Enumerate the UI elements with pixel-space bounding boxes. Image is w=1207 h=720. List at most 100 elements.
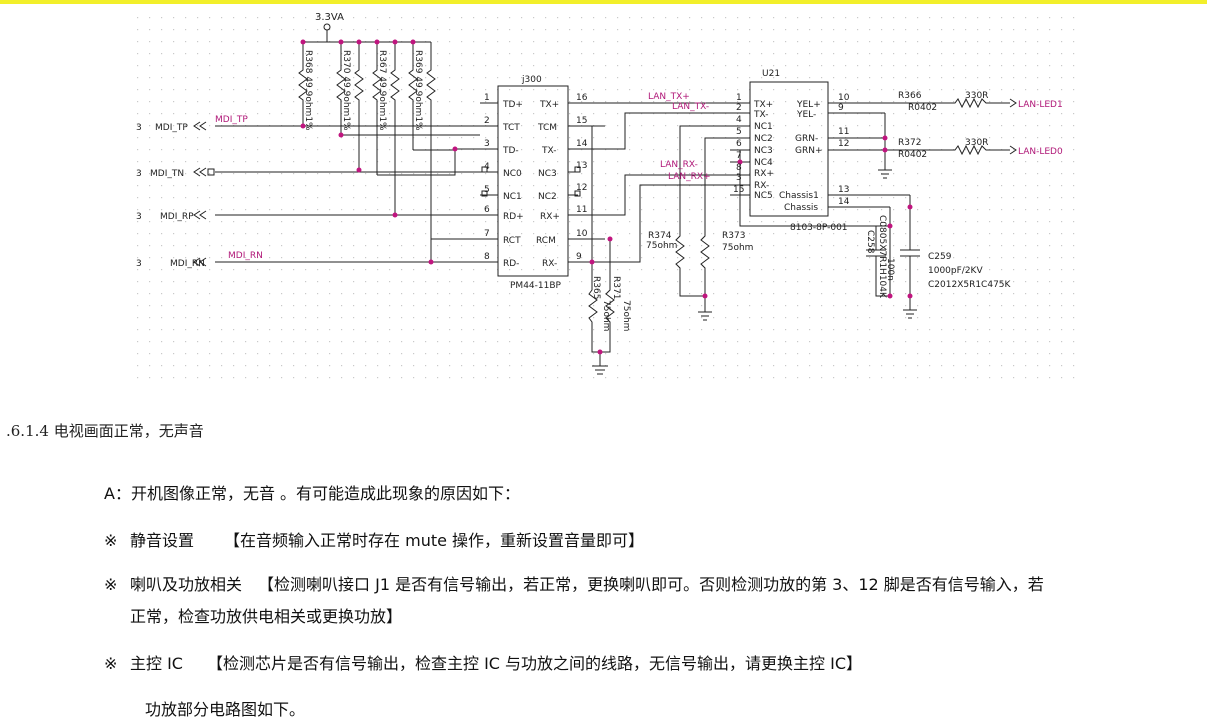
u21-pin-nc1: NC1 xyxy=(754,122,773,132)
j300-num-l4: 4 xyxy=(484,162,490,172)
u21-num-l1: 1 xyxy=(736,93,742,103)
j300-pin-l4: NC0 xyxy=(503,169,522,179)
u21-num-r6: 14 xyxy=(838,197,850,207)
j300-pin-l7: RCT xyxy=(503,236,521,246)
j300-num-l3: 3 xyxy=(484,139,490,149)
top-highlight-bar xyxy=(0,0,1207,4)
bullet-speaker-detail: 【检测喇叭接口 J1 是否有信号输出，若正常，更换喇叭即可。否则检测功放的第 3… xyxy=(258,575,1044,594)
j300-ref: j300 xyxy=(521,75,542,85)
j300-num-r8: 9 xyxy=(576,252,582,262)
j300-pin-l1: TD+ xyxy=(502,100,523,110)
u21-num-l10: 15 xyxy=(733,185,744,195)
bullet-mainic-detail: 【检测芯片是否有信号输出，检查主控 IC 与功放之间的线路，无信号输出，请更换主… xyxy=(206,654,863,673)
port-lan-led1: LAN-LED1 xyxy=(1018,100,1063,110)
j300-pin-l3: TD- xyxy=(502,146,519,156)
bullet-mute-title: 静音设置 xyxy=(130,531,195,550)
bullet-mark: ※ xyxy=(104,575,118,594)
j300-pin-l2: TCT xyxy=(502,123,520,133)
j300-pin-r2: TCM xyxy=(537,123,557,133)
r372-label: R372 xyxy=(898,138,921,148)
u21-pin-nc2: NC2 xyxy=(754,134,773,144)
c258-label: C258 xyxy=(865,230,875,254)
r374-value: 75ohm xyxy=(646,241,677,251)
u21-num-l7: 8 xyxy=(736,163,742,173)
j300-num-r5: 12 xyxy=(576,183,587,193)
r374-label: R374 xyxy=(648,231,672,241)
supply-label: 3.3VA xyxy=(315,12,344,23)
port-mdi-rn: MDI_RN xyxy=(170,259,205,269)
j300-num-r1: 16 xyxy=(576,93,588,103)
r366-pkg: R0402 xyxy=(908,103,937,113)
j300-num-r6: 11 xyxy=(576,205,587,215)
j300-pin-r6: RX+ xyxy=(540,212,560,222)
c258-part: C0805X7R1H104K xyxy=(877,215,887,299)
j300-num-r7: 10 xyxy=(576,229,588,239)
j300-pin-l6: RD+ xyxy=(503,212,524,222)
r365-value: 75ohm xyxy=(601,300,611,331)
section-heading: .6.1.4 电视画面正常，无声音 xyxy=(6,422,204,440)
u21-pin-rxn: RX- xyxy=(754,181,769,191)
r372-value: 330R xyxy=(965,138,988,148)
bullet-mute: ※静音设置【在音频输入正常时存在 mute 操作，重新设置音量即可】 xyxy=(104,527,644,551)
j300-pin-r4: NC3 xyxy=(538,169,557,179)
j300-num-r2: 15 xyxy=(576,116,587,126)
j300-num-l5: 5 xyxy=(484,185,490,195)
u21-pin-chassis: Chassis xyxy=(784,203,818,213)
j300-num-r3: 14 xyxy=(576,139,588,149)
r365-label: R365 xyxy=(591,276,601,299)
u21-num-l8: 3 xyxy=(736,173,742,183)
j300-num-l6: 6 xyxy=(484,205,490,215)
r373-value: 75ohm xyxy=(722,243,753,253)
u21-num-r4: 12 xyxy=(838,139,849,149)
j300-pin-l5: NC1 xyxy=(503,192,522,202)
u21-num-l2: 2 xyxy=(736,103,742,113)
j300-num-l2: 2 xyxy=(484,116,490,126)
c259-value: 1000pF/2KV xyxy=(928,266,983,276)
r371-value: 75ohm xyxy=(621,300,631,331)
sheet-ref-rn: 3 xyxy=(136,259,142,269)
c259-part: C2012X5R1C475K xyxy=(928,280,1012,290)
u21-num-r1: 10 xyxy=(838,93,850,103)
net-lan-rxp: LAN_RX+ xyxy=(668,172,711,182)
r366-value: 330R xyxy=(965,91,988,101)
j300-pin-r1: TX+ xyxy=(539,100,559,110)
port-mdi-tp: MDI_TP xyxy=(155,123,188,133)
bullet-speaker-cont: 正常，检查功放供电相关或更换功放】 xyxy=(130,607,403,626)
bullet-speaker-title: 喇叭及功放相关 xyxy=(130,575,243,594)
u21-pin-txn: TX- xyxy=(753,110,768,120)
bullet-mute-detail: 【在音频输入正常时存在 mute 操作，重新设置音量即可】 xyxy=(224,531,645,550)
tail-line: 功放部分电路图如下。 xyxy=(145,700,306,719)
j300-pin-l8: RD- xyxy=(503,259,519,269)
u21-pin-nc5: NC5 xyxy=(754,191,773,201)
sheet-ref-tp: 3 xyxy=(136,123,142,133)
r370-label: R370 49.9ohm1% xyxy=(341,50,351,131)
ethernet-schematic: 3.3VA 3 3 3 3 MDI_TP MDI_TN MDI_RP MDI_R… xyxy=(130,10,1075,382)
intro-line: A：开机图像正常，无音 。有可能造成此现象的原因如下： xyxy=(104,484,521,503)
u21-pin-yelp: YEL+ xyxy=(796,100,821,110)
j300-part: PM44-11BP xyxy=(510,281,562,291)
u21-pin-grnp: GRN+ xyxy=(795,146,823,156)
schematic-grid xyxy=(130,10,1075,382)
c259-label: C259 xyxy=(928,252,952,262)
u21-pin-chassis1: Chassis1 xyxy=(779,191,819,201)
u21-pin-yeln: YEL- xyxy=(796,110,816,120)
r369-label: R369 49.9ohm1% xyxy=(413,50,423,131)
j300-num-r4: 13 xyxy=(576,161,587,171)
port-mdi-rp: MDI_RP xyxy=(160,212,194,222)
j300-pin-r8: RX- xyxy=(542,259,557,269)
r371-label: R371 xyxy=(611,276,621,299)
j300-pin-r3: TX- xyxy=(541,146,556,156)
bullet-mark: ※ xyxy=(104,654,118,673)
r367-label: R367 49.9ohm1% xyxy=(377,50,387,131)
u21-num-r3: 11 xyxy=(838,127,849,137)
u21-num-l6: 7 xyxy=(736,151,742,161)
u21-num-r5: 13 xyxy=(838,185,849,195)
port-mdi-tn: MDI_TN xyxy=(150,169,184,179)
net-mdi-tp: MDI_TP xyxy=(215,115,248,125)
u21-part: 8103-8P-001 xyxy=(790,223,848,233)
r373-label: R373 xyxy=(722,231,745,241)
u21-ref: U21 xyxy=(762,69,780,79)
u21-num-r2: 9 xyxy=(838,103,844,113)
u21-pin-rxp: RX+ xyxy=(754,169,774,179)
net-lan-txn: LAN_TX- xyxy=(672,102,709,112)
